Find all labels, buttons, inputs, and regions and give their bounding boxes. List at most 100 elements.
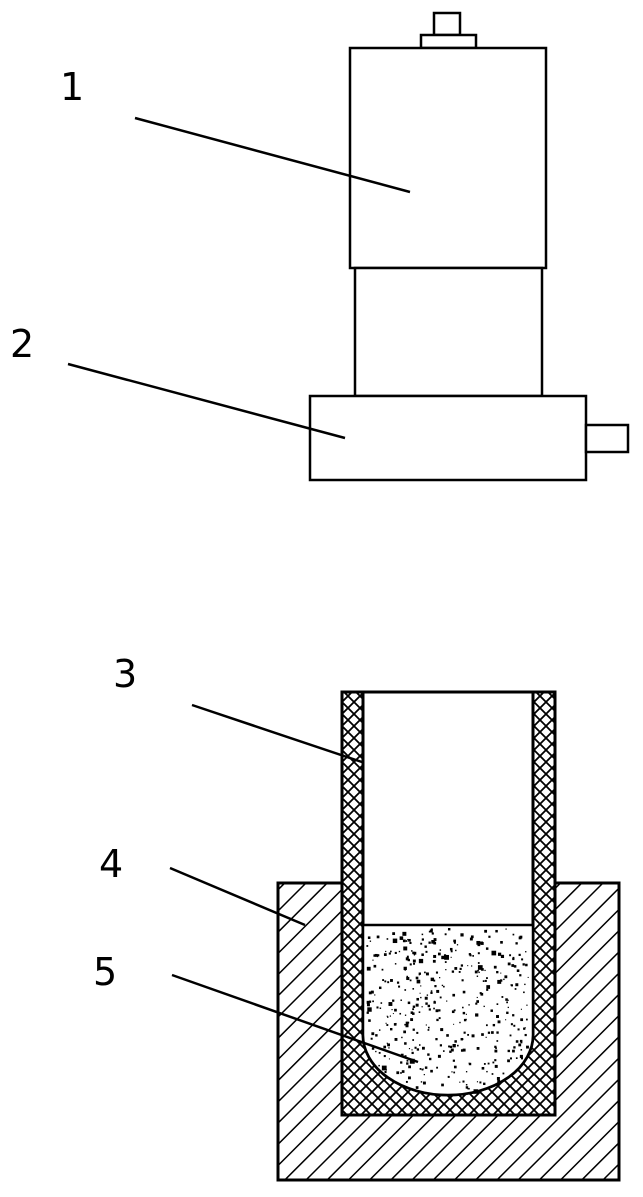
powder-particle bbox=[384, 1070, 387, 1074]
powder-particle bbox=[446, 1000, 448, 1002]
powder-particle bbox=[433, 954, 437, 958]
side-port bbox=[584, 423, 630, 454]
powder-particle bbox=[454, 967, 458, 970]
powder-particle bbox=[405, 957, 409, 961]
powder-particle bbox=[479, 1081, 482, 1084]
powder-particle bbox=[522, 963, 525, 966]
powder-particle bbox=[390, 979, 393, 982]
powder-particles bbox=[366, 928, 529, 1094]
powder-particle bbox=[449, 1050, 452, 1053]
powder-particle bbox=[526, 1045, 529, 1049]
powder-particle bbox=[374, 994, 376, 996]
powder-particle bbox=[468, 1087, 470, 1090]
powder-particle bbox=[421, 1046, 425, 1050]
powder-particle bbox=[427, 1004, 431, 1008]
powder-particle bbox=[494, 1064, 498, 1068]
powder-particle bbox=[420, 1081, 423, 1083]
powder-particle bbox=[481, 1066, 485, 1070]
powder-particle bbox=[418, 1044, 421, 1046]
lower-housing bbox=[353, 266, 544, 398]
powder-particle bbox=[524, 983, 526, 986]
powder-particle bbox=[378, 986, 382, 990]
powder-particle bbox=[520, 1049, 523, 1051]
powder-particle bbox=[520, 1018, 524, 1022]
powder-particle bbox=[369, 940, 372, 942]
powder-particle bbox=[494, 1059, 497, 1062]
powder-particle bbox=[425, 972, 429, 976]
powder-particle bbox=[441, 955, 445, 960]
part-2-base bbox=[308, 394, 630, 482]
powder-particle bbox=[373, 954, 376, 957]
powder-particle bbox=[437, 1054, 441, 1058]
powder-particle bbox=[378, 1029, 381, 1031]
powder-particle bbox=[430, 991, 433, 994]
powder-particle bbox=[387, 1016, 389, 1018]
label-2: 2 bbox=[10, 322, 34, 366]
powder-particle bbox=[441, 984, 444, 987]
powder-particle bbox=[443, 985, 445, 988]
powder-particle bbox=[460, 933, 464, 937]
powder-particle bbox=[412, 959, 416, 963]
powder-particle bbox=[515, 1057, 518, 1059]
powder-particle bbox=[527, 976, 529, 978]
powder-particle bbox=[519, 974, 522, 977]
powder-particle bbox=[491, 950, 497, 956]
powder-particle bbox=[419, 1067, 422, 1070]
powder-particle bbox=[485, 947, 489, 950]
powder-particle bbox=[492, 1061, 495, 1064]
powder-particle bbox=[475, 1013, 479, 1017]
part-1-motor-housing bbox=[348, 11, 548, 398]
powder-particle bbox=[441, 1083, 444, 1087]
powder-particle bbox=[526, 1004, 528, 1006]
powder-particle bbox=[403, 946, 408, 951]
powder-particle bbox=[524, 1033, 527, 1037]
powder-particle bbox=[385, 1069, 387, 1071]
powder-particle bbox=[485, 1036, 487, 1038]
powder-particle bbox=[371, 1032, 375, 1036]
powder-particle bbox=[468, 1062, 472, 1066]
powder-particle bbox=[391, 1009, 393, 1011]
powder-particle bbox=[410, 1018, 414, 1022]
powder-particle bbox=[404, 1014, 407, 1016]
powder-particle bbox=[428, 930, 431, 933]
powder-particle bbox=[427, 1053, 430, 1056]
powder-particle bbox=[428, 1057, 432, 1061]
powder-particle bbox=[394, 1008, 397, 1012]
powder-particle bbox=[471, 965, 473, 967]
powder-particle bbox=[411, 950, 413, 952]
powder-particle bbox=[405, 1080, 408, 1083]
powder-particle bbox=[494, 1045, 497, 1048]
powder-particle bbox=[413, 962, 416, 965]
powder-particle bbox=[418, 958, 424, 964]
powder-particle bbox=[419, 992, 421, 994]
powder-particle bbox=[512, 957, 515, 960]
powder-particle bbox=[484, 969, 486, 972]
powder-particle bbox=[396, 1071, 400, 1075]
powder-particle bbox=[427, 1026, 430, 1029]
powder-particle bbox=[386, 1024, 389, 1026]
powder-particle bbox=[368, 1019, 371, 1022]
powder-particle bbox=[388, 1058, 390, 1060]
powder-particle bbox=[497, 979, 502, 984]
powder-particle bbox=[468, 953, 472, 956]
powder-particle bbox=[465, 1083, 468, 1086]
powder-particle bbox=[472, 955, 474, 957]
powder-particle bbox=[467, 1033, 470, 1036]
powder-particle bbox=[432, 959, 436, 963]
powder-particle bbox=[405, 1024, 409, 1028]
powder-particle bbox=[431, 932, 434, 935]
powder-particle bbox=[452, 1059, 455, 1062]
powder-particle bbox=[483, 1063, 486, 1065]
part-5-powder bbox=[361, 923, 535, 1097]
powder-particle bbox=[499, 979, 503, 982]
powder-particle bbox=[523, 1027, 526, 1030]
powder-particle bbox=[400, 1072, 402, 1074]
powder-particle bbox=[434, 985, 437, 988]
powder-particle bbox=[525, 1018, 528, 1021]
powder-particle bbox=[507, 962, 511, 966]
powder-particle bbox=[379, 1007, 382, 1009]
powder-particle bbox=[442, 1050, 445, 1052]
powder-particle bbox=[440, 1028, 444, 1032]
powder-particle bbox=[460, 1037, 464, 1041]
powder-particle bbox=[507, 1049, 510, 1053]
